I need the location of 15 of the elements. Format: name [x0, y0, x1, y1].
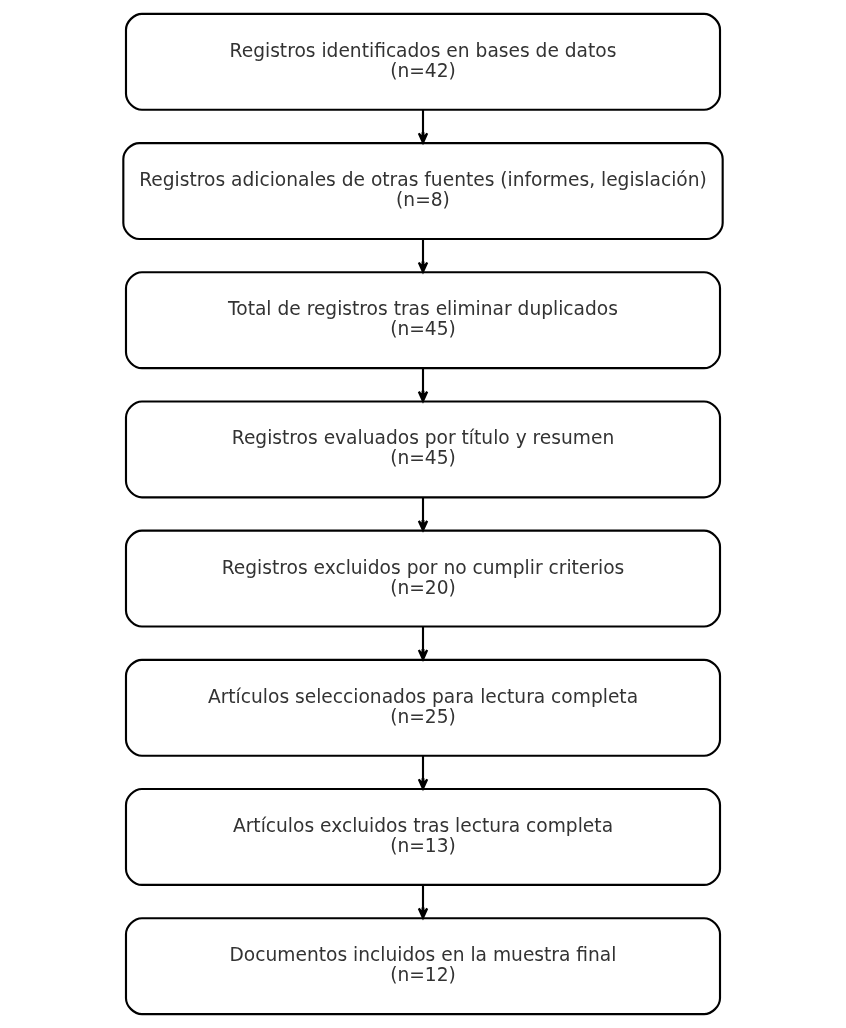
arrow	[417, 497, 429, 532]
arrow	[417, 109, 429, 144]
node-box: Artículos seleccionados para lectura completa (n=25)	[124, 658, 722, 757]
arrow	[417, 626, 429, 661]
node-box: Registros evaluados por título y resumen (n=45)	[124, 400, 722, 499]
node-box: Registros excluidos por no cumplir criterios (n=20)	[124, 529, 722, 628]
arrow	[417, 885, 429, 919]
node-box: Registros identificados en bases de datos (n=42)	[124, 12, 722, 111]
node-box: Total de registros tras eliminar duplicados (n=45)	[124, 271, 722, 370]
node-box: Documentos incluidos en la muestra final (n=12)	[124, 917, 722, 1016]
node-box: Artículos excluidos tras lectura completa (n=13)	[124, 787, 722, 886]
arrow	[417, 368, 429, 403]
arrow	[417, 239, 429, 273]
arrow	[417, 755, 429, 790]
node-box: Registros adicionales de otras fuentes (informes, legislación) (n=8)	[122, 142, 724, 241]
